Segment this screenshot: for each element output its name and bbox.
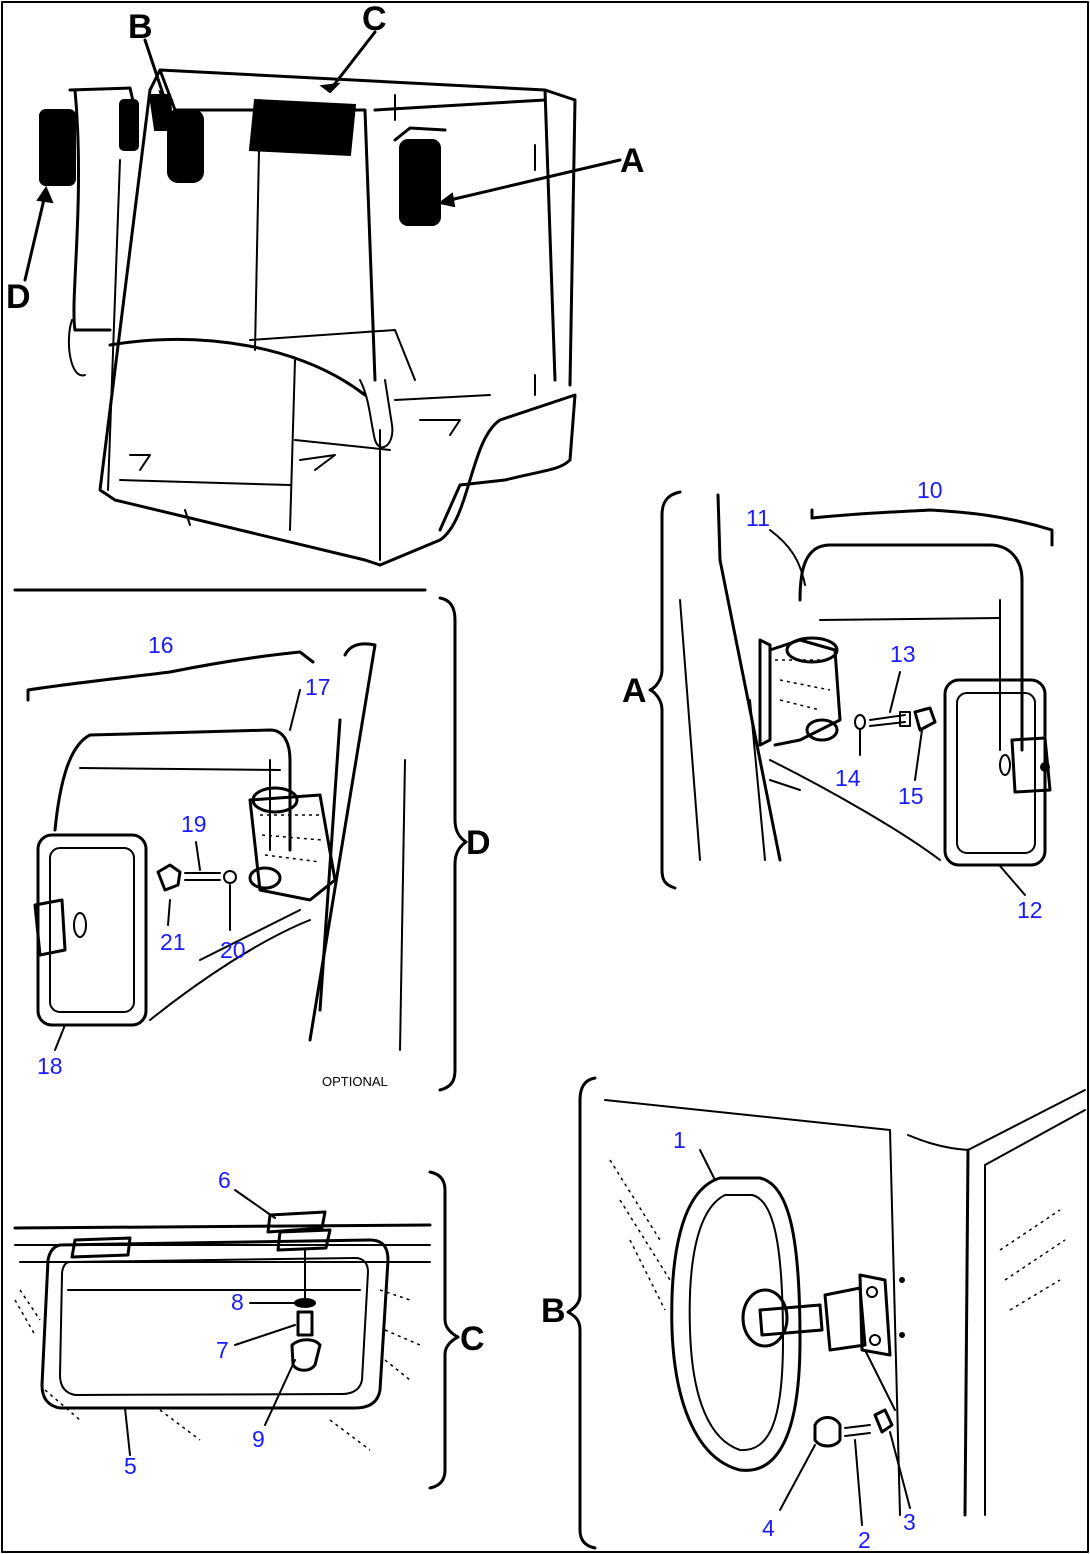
view-label-c-overview: C [362,0,387,38]
part-number-21: 21 [160,929,186,955]
part-number-4: 4 [762,1515,775,1541]
view-a-detail [648,490,1054,896]
cab-overview [23,30,622,567]
part-number-17: 17 [305,674,331,700]
part-number-8: 8 [231,1289,244,1315]
view-label-a-overview: A [620,142,645,180]
optional-note: OPTIONAL [322,1074,388,1089]
view-label-b: B [541,1292,566,1330]
part-number-3: 3 [903,1509,916,1535]
part-number-13: 13 [890,641,916,667]
part-number-5: 5 [124,1453,137,1479]
part-number-20: 20 [220,937,246,963]
part-number-2: 2 [858,1527,871,1553]
part-number-1: 1 [673,1127,686,1153]
part-number-9: 9 [252,1426,265,1452]
view-label-d: D [466,824,491,862]
part-number-12: 12 [1017,897,1043,923]
part-number-19: 19 [181,811,207,837]
view-label-c: C [460,1320,485,1358]
part-number-14: 14 [835,765,861,791]
part-number-6: 6 [218,1167,231,1193]
part-number-7: 7 [216,1337,229,1363]
view-b-detail [566,1076,1086,1550]
part-number-11: 11 [746,505,770,531]
view-label-a: A [622,672,647,710]
view-c-detail [13,1170,460,1490]
part-number-18: 18 [37,1053,63,1079]
part-number-15: 15 [898,783,924,809]
view-d-detail [13,588,468,1092]
view-label-b-overview: B [128,8,153,46]
view-label-d-overview: D [6,278,31,316]
part-number-10: 10 [917,477,943,503]
part-number-16: 16 [148,632,174,658]
